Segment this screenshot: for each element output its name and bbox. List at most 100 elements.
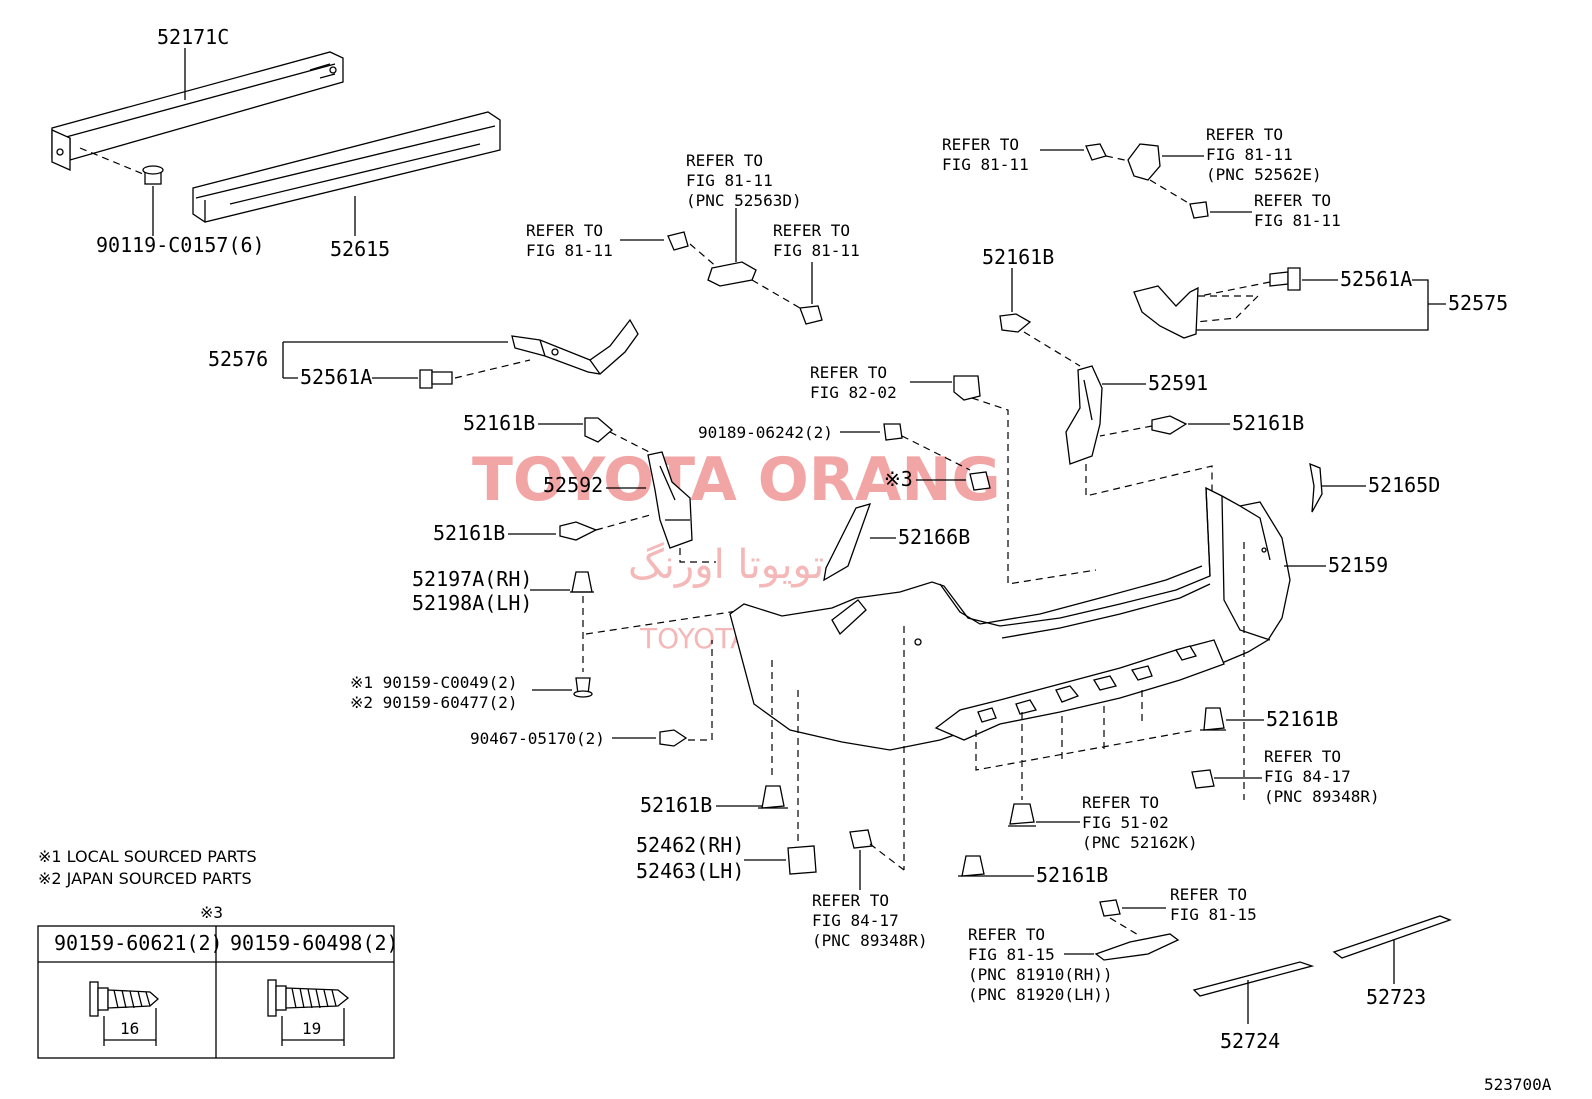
clip-ref-51-02-icon[interactable] (1008, 803, 1036, 827)
label-52463: 52463(LH) (636, 859, 744, 883)
label-52561A-left: 52561A (300, 365, 372, 389)
refer-r12-line1: REFER TO (968, 925, 1045, 944)
reflector-pad-52462[interactable] (787, 845, 817, 875)
label-52159: 52159 (1328, 553, 1388, 577)
label-52591: 52591 (1148, 371, 1208, 395)
refer-r3-line2: FIG 81-11 (773, 241, 860, 260)
clip-52161B-bottom-left-icon[interactable] (758, 785, 788, 809)
refer-r8-line1: REFER TO (812, 891, 889, 910)
refer-r10-line1: REFER TO (1264, 747, 1341, 766)
refer-r3-line1: REFER TO (773, 221, 850, 240)
screw-table-col1-part: 90159-60621(2) (54, 931, 223, 955)
label-52576: 52576 (208, 347, 268, 371)
label-90159-C0049: ※1 90159-C0049(2) (350, 673, 518, 692)
refer-r1-line2: FIG 81-11 (686, 171, 773, 190)
label-52462: 52462(RH) (636, 833, 744, 857)
label-52575: 52575 (1448, 291, 1508, 315)
energy-absorber-52615[interactable] (192, 111, 501, 223)
clip-52161B-mid-right-icon[interactable] (1099, 415, 1188, 437)
clip-52161B-upper-right-icon[interactable] (999, 313, 1081, 367)
bolt-ref-81-11-right-icon[interactable] (1189, 201, 1209, 219)
screw-90159-60621-icon (89, 981, 159, 1046)
refer-r7-line1: REFER TO (810, 363, 887, 382)
label-52161B-7: 52161B (640, 793, 712, 817)
clip-52161B-mid-left-icon[interactable] (559, 514, 651, 541)
bolt-ref-81-11-mid-icon[interactable] (799, 305, 823, 325)
label-90189-06242: 90189-06242(2) (698, 423, 833, 442)
label-52198A: 52198A(LH) (412, 591, 532, 615)
label-52161B-3: 52161B (982, 245, 1054, 269)
seal-52165D[interactable] (1309, 462, 1323, 513)
clip-90467-icon[interactable] (659, 640, 713, 747)
refer-r12-line2: FIG 81-15 (968, 945, 1055, 964)
note-japan-sourced: ※2 JAPAN SOURCED PARTS (38, 869, 252, 888)
screw-52561A-right-icon[interactable] (1199, 267, 1301, 297)
screw-table-col2-len: 19 (302, 1019, 321, 1038)
refer-r5-line2: FIG 81-11 (1206, 145, 1293, 164)
side-bracket-52576[interactable] (511, 318, 639, 375)
refer-r4-line2: FIG 81-11 (942, 155, 1029, 174)
refer-r11-line2: FIG 81-15 (1170, 905, 1257, 924)
clip-52161B-upper-left-icon[interactable] (584, 417, 656, 456)
label-52161B-5: 52161B (1266, 707, 1338, 731)
label-52166B: 52166B (898, 525, 970, 549)
moulding-52724[interactable] (1192, 961, 1315, 997)
side-bracket-52575[interactable] (1133, 285, 1260, 339)
reflector-ref-81-15[interactable] (1094, 933, 1180, 961)
clip-52161B-bottom-right-icon[interactable] (1200, 707, 1226, 731)
screw-star3-icon[interactable] (969, 471, 991, 491)
rear-bumper-cover-52159[interactable] (729, 486, 1291, 870)
label-90119-C0157: 90119-C0157(6) (96, 233, 265, 257)
refer-r1-line3: (PNC 52563D) (686, 191, 802, 210)
label-52723: 52723 (1366, 985, 1426, 1009)
label-star3: ※3 (884, 467, 913, 491)
bumper-reinforcement-52171C[interactable] (51, 51, 344, 172)
label-52592: 52592 (543, 473, 603, 497)
clip-52161B-bottom-center-icon[interactable] (958, 855, 988, 877)
refer-r4-line1: REFER TO (942, 135, 1019, 154)
refer-r10-line3: (PNC 89348R) (1264, 787, 1380, 806)
refer-r12-line3: (PNC 81910(RH)) (968, 965, 1113, 984)
label-52165D: 52165D (1368, 473, 1440, 497)
screw-table-col1-len: 16 (120, 1019, 139, 1038)
retainer-52591[interactable] (1065, 365, 1103, 465)
refer-r9-line3: (PNC 52162K) (1082, 833, 1198, 852)
refer-r8-line3: (PNC 89348R) (812, 931, 928, 950)
bracket-52563D[interactable] (707, 261, 801, 309)
refer-r12-line4: (PNC 81920(LH)) (968, 985, 1113, 1004)
refer-r5-line1: REFER TO (1206, 125, 1283, 144)
retainer-52592[interactable] (647, 451, 693, 549)
nut-90189-icon[interactable] (883, 423, 971, 471)
watermark-brand-fa: تویوتا اورنگ (628, 542, 824, 588)
bracket-ref-82-02[interactable] (953, 375, 1097, 585)
refer-r2-line1: REFER TO (526, 221, 603, 240)
note-local-sourced: ※1 LOCAL SOURCED PARTS (38, 847, 257, 866)
bolt-90119-C0157-icon[interactable] (79, 147, 164, 185)
bolt-ref-81-15-icon[interactable] (1099, 899, 1141, 937)
watermark: TOYOTA ORANG تویوتا اورنگ TOYOTAPARY.IR (472, 445, 1001, 655)
refer-r9-line2: FIG 51-02 (1082, 813, 1169, 832)
label-52615: 52615 (330, 237, 390, 261)
bracket-ref-84-17-left-icon[interactable] (849, 829, 905, 871)
figure-code: 523700A (1484, 1075, 1552, 1094)
refer-r9-line1: REFER TO (1082, 793, 1159, 812)
screw-90159-icon[interactable] (573, 677, 593, 698)
clip-52197A-icon[interactable] (570, 571, 594, 672)
bracket-52562E[interactable] (1127, 143, 1191, 205)
bolt-ref-81-11-left-icon[interactable] (667, 231, 719, 269)
bolt-ref-81-11-top-right-icon[interactable] (1085, 143, 1135, 163)
label-52171C: 52171C (157, 25, 229, 49)
screw-52561A-left-icon[interactable] (372, 359, 531, 389)
refer-r6-line1: REFER TO (1254, 191, 1331, 210)
label-52724: 52724 (1220, 1029, 1280, 1053)
refer-r7-line2: FIG 82-02 (810, 383, 897, 402)
label-90467-05170: 90467-05170(2) (470, 729, 605, 748)
moulding-52723[interactable] (1332, 915, 1452, 959)
label-52161B-2: 52161B (433, 521, 505, 545)
reflector-bracket-52166B[interactable] (823, 503, 872, 582)
watermark-brand: TOYOTA ORANG (472, 445, 1001, 515)
refer-r5-line3: (PNC 52562E) (1206, 165, 1322, 184)
refer-r1-line1: REFER TO (686, 151, 763, 170)
bracket-ref-84-17-right-icon[interactable] (1191, 769, 1215, 789)
